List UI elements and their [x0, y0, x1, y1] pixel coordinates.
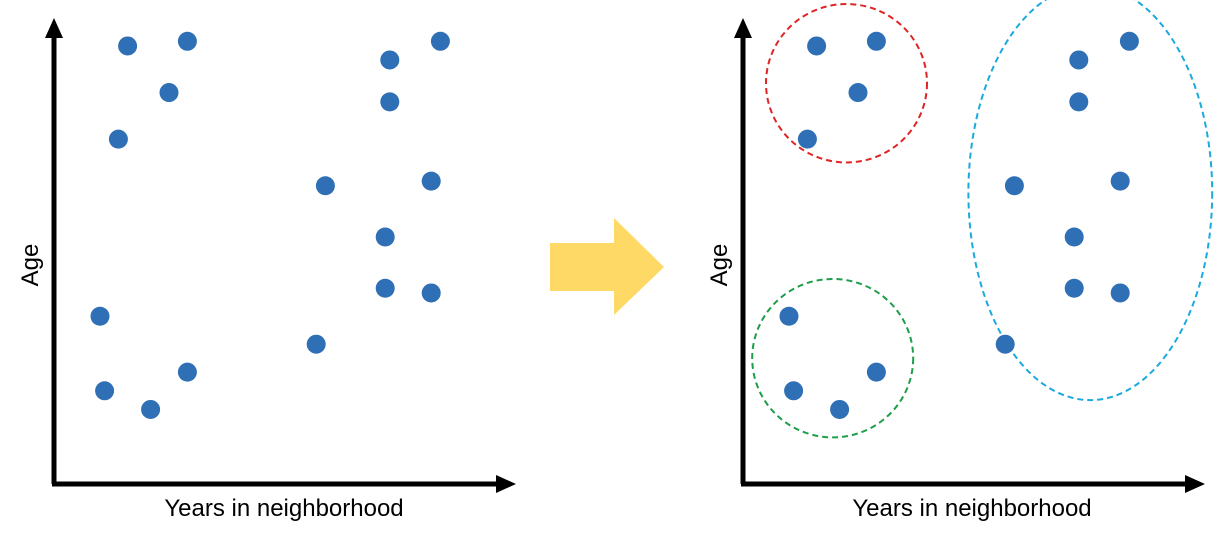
scatter-point-12	[380, 92, 400, 112]
scatter-point-6	[95, 381, 115, 401]
y-axis-arrow-icon	[45, 18, 63, 38]
scatter-point-1	[807, 36, 827, 56]
scatter-point-15	[1064, 278, 1084, 298]
scatter-point-5	[779, 306, 799, 326]
scatter-point-17	[995, 334, 1015, 354]
scatter-point-2	[866, 31, 886, 51]
cluster-rings	[751, 0, 1214, 439]
x-axis-arrow-icon	[1185, 475, 1205, 493]
scatter-point-8	[866, 362, 886, 382]
scatter-panel-after: Years in neighborhood Age	[706, 0, 1214, 522]
scatter-point-17	[306, 334, 326, 354]
y-axis-arrow-icon	[734, 18, 752, 38]
cluster-ring-2	[751, 277, 915, 439]
scatter-point-16	[421, 283, 441, 303]
scatter-point-9	[1004, 176, 1024, 196]
data-points	[90, 31, 450, 419]
scatter-point-2	[177, 31, 197, 51]
scatter-point-9	[315, 176, 335, 196]
y-axis-label: Age	[706, 244, 733, 287]
scatter-point-4	[108, 129, 128, 149]
data-points	[779, 31, 1139, 419]
right-arrow-icon	[550, 218, 664, 315]
scatter-point-11	[430, 31, 450, 51]
scatter-point-7	[830, 399, 850, 419]
scatter-panel-before: Years in neighborhood Age	[17, 18, 516, 522]
scatter-point-11	[1119, 31, 1139, 51]
scatter-point-7	[141, 399, 161, 419]
x-axis-arrow-icon	[496, 475, 516, 493]
scatter-point-14	[375, 227, 395, 247]
scatter-point-4	[797, 129, 817, 149]
cluster-ring-3	[967, 0, 1214, 402]
scatter-point-13	[1110, 171, 1130, 191]
y-axis-label: Age	[17, 244, 44, 287]
x-axis-label: Years in neighborhood	[164, 495, 403, 522]
scatter-point-6	[784, 381, 804, 401]
scatter-point-5	[90, 306, 110, 326]
x-axis-label: Years in neighborhood	[852, 495, 1091, 522]
scatter-point-15	[375, 278, 395, 298]
cluster-ring-1	[765, 3, 928, 164]
scatter-point-14	[1064, 227, 1084, 247]
scatter-point-10	[380, 50, 400, 70]
scatter-point-12	[1069, 92, 1089, 112]
scatter-point-1	[118, 36, 138, 56]
scatter-point-3	[159, 83, 179, 103]
scatter-point-13	[421, 171, 441, 191]
scatter-point-10	[1069, 50, 1089, 70]
scatter-point-3	[848, 83, 868, 103]
scatter-point-16	[1110, 283, 1130, 303]
scatter-point-8	[177, 362, 197, 382]
